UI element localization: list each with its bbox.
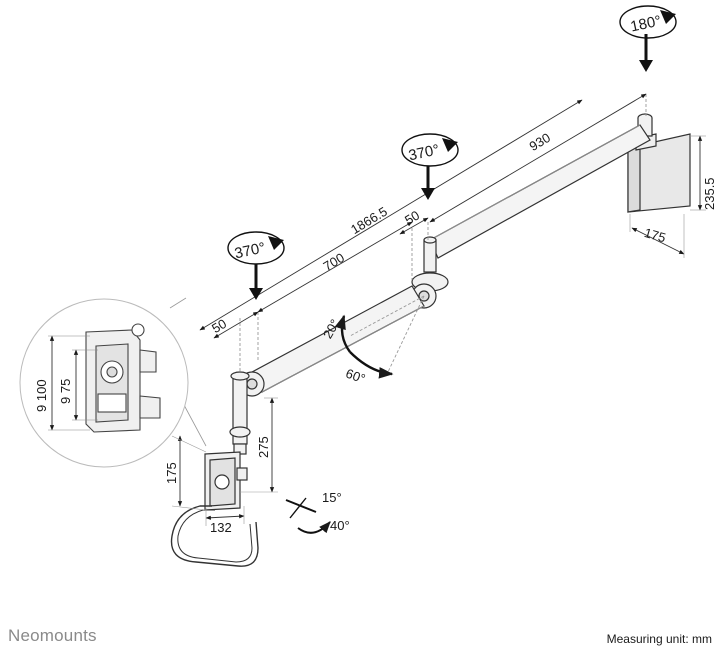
lower-arm: [251, 285, 425, 393]
svg-text:9 75: 9 75: [58, 379, 73, 404]
rotation-upper-label: 370°: [407, 141, 441, 164]
svg-text:9 100: 9 100: [34, 379, 49, 412]
handle: [170, 505, 259, 567]
vesa-outer-prefix: 9: [34, 405, 49, 412]
dim-drop-height: 275: [256, 436, 271, 458]
vesa-inner-prefix: 9: [58, 397, 73, 404]
lower-joint: [229, 371, 265, 455]
vesa-outer: 100: [34, 379, 49, 401]
rotation-icon-wall: [619, 5, 677, 72]
detail-callout: [19, 297, 207, 468]
dim-offset-lower: 50: [209, 316, 229, 336]
head-tilt-symbol: [285, 497, 331, 534]
rotation-wall-label: 180°: [629, 12, 663, 35]
dim-total-length: 1866.5: [348, 204, 390, 237]
measuring-unit: Measuring unit: mm: [606, 632, 712, 646]
dim-upper-arm: 930: [527, 130, 553, 154]
head-plate: [204, 451, 248, 511]
dim-plate-width: 132: [210, 520, 232, 535]
brand-logo: Neomounts: [8, 626, 97, 645]
vesa-inner: 75: [58, 379, 73, 393]
dim-lower-arm: 700: [321, 250, 347, 274]
rotation-icon-upper: [401, 133, 459, 200]
angle-tilt-down: 60°: [344, 366, 368, 387]
rotation-lower-label: 370°: [233, 239, 267, 262]
rotation-icon-lower: [227, 231, 285, 300]
dim-offset-upper: 50: [402, 208, 422, 228]
angle-head-swivel: 40°: [330, 518, 350, 533]
dim-plate-height: 175: [164, 462, 179, 484]
dim-wall-plate-height: 235.5: [702, 177, 717, 210]
dim-wall-plate-depth: 175: [643, 225, 668, 245]
angle-head-tilt: 15°: [322, 490, 342, 505]
